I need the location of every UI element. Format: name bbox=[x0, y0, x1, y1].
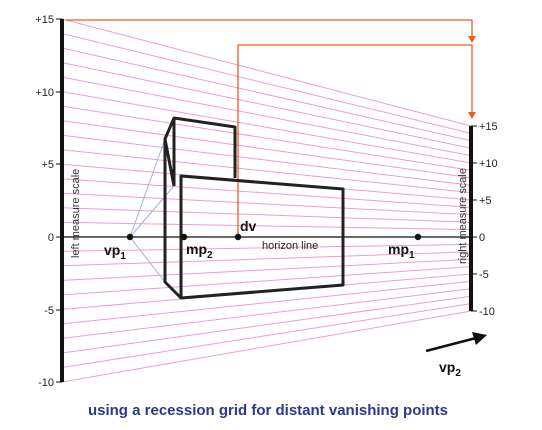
recession-grid-line bbox=[61, 47, 472, 142]
recession-grid-line bbox=[61, 105, 472, 171]
mp1-dot bbox=[414, 233, 422, 241]
horizon-line-label: horizon line bbox=[262, 240, 318, 252]
recession-grid-line bbox=[61, 266, 472, 296]
box-outline bbox=[163, 116, 345, 300]
left-tick-label: -5 bbox=[44, 305, 54, 317]
right-tick-label: +10 bbox=[479, 158, 498, 170]
right-scale-label: right measure scale bbox=[457, 168, 469, 264]
figure-caption: using a recession grid for distant vanis… bbox=[88, 402, 448, 419]
right-tick-label: +5 bbox=[479, 195, 492, 207]
recession-grid-line bbox=[61, 120, 472, 179]
vp1-label: vp1 bbox=[104, 242, 126, 262]
right-tick-label: +15 bbox=[479, 121, 498, 133]
left-tick-label: 0 bbox=[48, 232, 54, 244]
recession-grid-line bbox=[61, 243, 472, 252]
recession-grid-line bbox=[61, 280, 472, 325]
recession-grid-line bbox=[61, 33, 472, 134]
blue-construction-lines bbox=[129, 138, 175, 287]
recession-grid-line bbox=[61, 288, 472, 339]
recession-grid-line bbox=[61, 91, 472, 164]
recession-grid-lines bbox=[61, 18, 472, 383]
vp2-label: vp2 bbox=[439, 359, 461, 379]
orange-measure-lines bbox=[66, 19, 476, 236]
left-tick-label: -10 bbox=[38, 377, 54, 389]
dv-label: dv bbox=[240, 218, 257, 234]
recession-grid-line bbox=[61, 295, 472, 354]
mp2-label: mp2 bbox=[186, 241, 213, 261]
mp1-label: mp1 bbox=[388, 241, 415, 261]
left-scale-label: left measure scale bbox=[70, 169, 82, 258]
recession-grid-line bbox=[61, 76, 472, 157]
left-tick-label: +15 bbox=[35, 14, 54, 26]
mp2-dot bbox=[180, 233, 188, 241]
recession-grid-line bbox=[61, 149, 472, 194]
vp2-arrow bbox=[425, 332, 487, 353]
recession-grid-line bbox=[61, 134, 472, 186]
recession-grid-line bbox=[61, 62, 472, 149]
recession-grid-line bbox=[61, 178, 472, 208]
left-scale-ticks: +15 +10 +5 0 -5 -10 bbox=[35, 14, 62, 389]
recession-grid-line bbox=[61, 207, 472, 223]
right-tick-label: -5 bbox=[479, 269, 489, 281]
right-scale-ticks: +15 +10 +5 0 -5 -10 bbox=[471, 121, 498, 318]
recession-grid-line bbox=[61, 192, 472, 216]
recession-grid-line bbox=[61, 251, 472, 267]
right-tick-label: -10 bbox=[479, 306, 495, 318]
recession-grid-line bbox=[61, 221, 472, 231]
recession-grid-line bbox=[61, 18, 472, 127]
vp1-dot bbox=[126, 233, 134, 241]
left-tick-label: +5 bbox=[41, 159, 54, 171]
left-tick-label: +10 bbox=[35, 87, 54, 99]
recession-grid-line bbox=[61, 303, 472, 368]
right-tick-label: 0 bbox=[479, 232, 485, 244]
recession-grid-line bbox=[61, 258, 472, 281]
dv-dot bbox=[234, 233, 242, 241]
recession-grid-line bbox=[61, 310, 472, 383]
